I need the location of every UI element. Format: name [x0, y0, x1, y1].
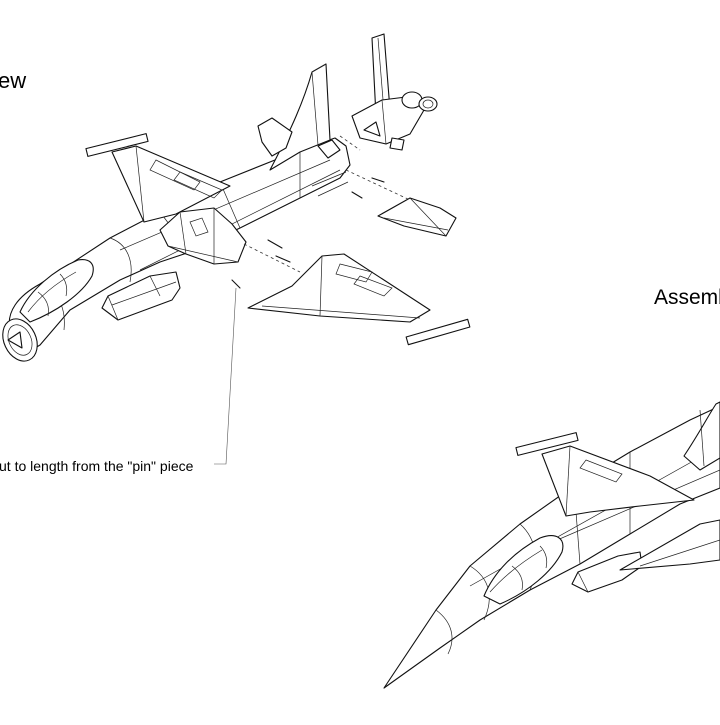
exploded-view-label: ew [0, 68, 27, 93]
stabilizer-part [378, 198, 456, 236]
tail-engine-part [352, 34, 437, 150]
exploded-view [0, 34, 470, 464]
note-leader [214, 288, 236, 464]
intake-pod [102, 272, 180, 320]
left-wing-part [86, 134, 230, 222]
dorsal-spine [258, 118, 292, 156]
assembled-view-label: Assemb [654, 286, 720, 309]
right-wing-part [248, 254, 470, 345]
pin-note-label: ut to length from the "pin" piece [0, 458, 194, 474]
assembled-view [384, 402, 720, 688]
pin-pieces [232, 136, 410, 288]
wing-root-block [160, 208, 246, 264]
